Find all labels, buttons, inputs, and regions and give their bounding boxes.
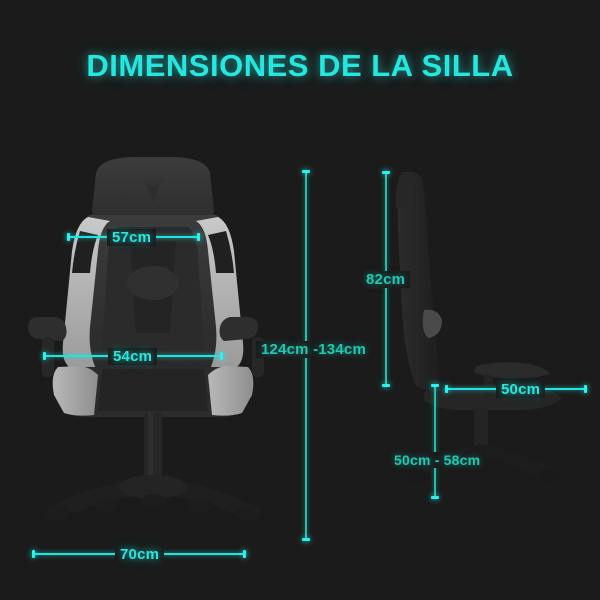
dimension-end-cap-bottom xyxy=(302,538,310,541)
dimension-end-cap-left xyxy=(445,385,448,393)
dimension-end-cap-right xyxy=(243,550,246,558)
dimension-label-50cm: 50cm xyxy=(496,381,546,398)
page-title: DIMENSIONES DE LA SILLA xyxy=(86,48,514,83)
dimension-label-124-134cm: 124cm -134cm xyxy=(256,341,371,358)
dimension-end-cap-right xyxy=(220,352,223,360)
dimension-end-cap-left xyxy=(67,233,70,241)
dimension-end-cap-top xyxy=(302,170,310,173)
side-view-chair-illustration xyxy=(395,171,562,483)
dimension-end-cap-bottom xyxy=(382,384,390,387)
dimension-end-cap-top xyxy=(431,384,439,387)
dimension-end-cap-right xyxy=(197,233,200,241)
side-view-chair xyxy=(380,160,590,490)
dimension-label-82cm: 82cm xyxy=(361,271,411,288)
dimension-label-50-58cm: 50cm - 58cm xyxy=(389,452,486,468)
dimension-end-cap-left xyxy=(43,352,46,360)
dimension-end-cap-left xyxy=(32,550,35,558)
dimension-label-57cm: 57cm xyxy=(107,229,157,246)
dimension-end-cap-top xyxy=(382,171,390,174)
front-view-chair xyxy=(18,155,288,555)
dimension-label-70cm: 70cm xyxy=(115,546,165,563)
front-view-chair-illustration xyxy=(28,157,264,521)
dimension-label-54cm: 54cm xyxy=(108,348,158,365)
dimension-end-cap-right xyxy=(584,385,587,393)
dimension-end-cap-bottom xyxy=(431,496,439,499)
dimension-line xyxy=(434,386,436,498)
